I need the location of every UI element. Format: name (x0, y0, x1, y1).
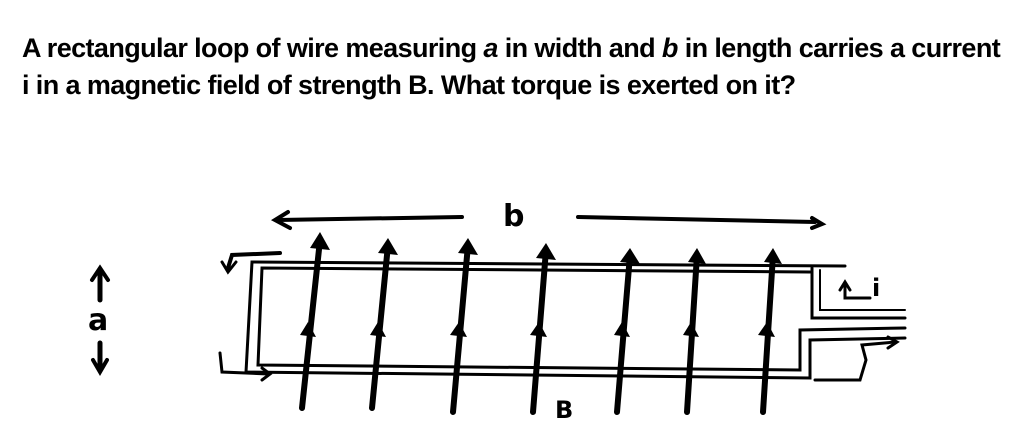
current-arrow-top (226, 251, 282, 270)
field-arrowheads (300, 232, 782, 337)
current-arrow-out (813, 340, 897, 382)
b-arrow-left (276, 215, 464, 222)
current-arrow-in (843, 283, 872, 300)
variable-a: a (483, 33, 498, 63)
label-b: b (503, 199, 524, 234)
variable-b: b (661, 33, 679, 63)
question-part: in length carries a current i in a magne… (22, 33, 1001, 100)
question-text: A rectangular loop of wire measuring a i… (22, 30, 1012, 104)
question-part: A rectangular loop of wire measuring (22, 33, 484, 63)
loop-inner (256, 266, 907, 372)
current-arrow-bottom (218, 351, 270, 376)
question-part: in width and (497, 33, 662, 63)
label-B: B (555, 396, 573, 424)
b-arrow-right (576, 215, 817, 224)
label-a: a (88, 303, 108, 338)
label-i: i (872, 274, 880, 302)
loop-outer (244, 260, 907, 380)
